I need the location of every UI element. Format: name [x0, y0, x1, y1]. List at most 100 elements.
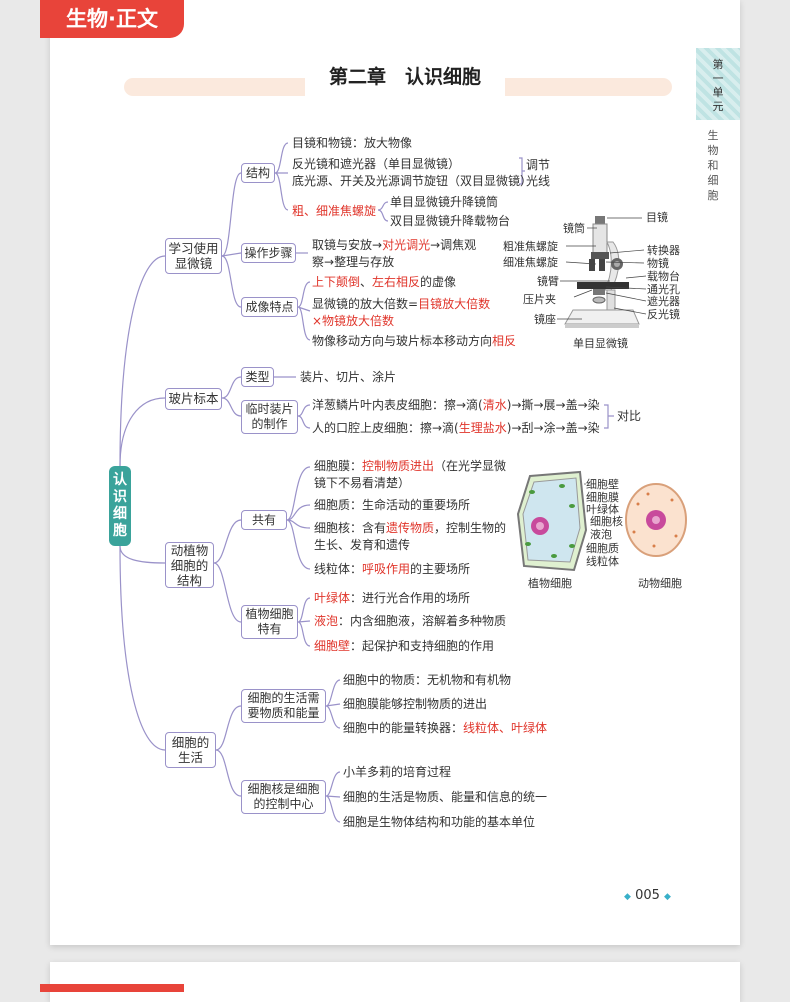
im3-red: 相反: [492, 334, 517, 348]
label-objective: 物镜: [647, 257, 669, 270]
ts-text: )→撕→展→盖→染: [506, 398, 600, 412]
node-structure[interactable]: 结构: [241, 163, 275, 183]
ts-text: )→刮→涂→盖→染: [506, 421, 600, 435]
imaging-direction: 物像移动方向与玻片标本移动方向相反: [312, 333, 516, 350]
section-tag: 生物·正文: [40, 0, 184, 38]
unity-statement: 细胞的生活是物质、能量和信息的统一: [343, 790, 548, 804]
label-fine-knob: 细准焦螺旋: [503, 256, 558, 269]
shared-nucleus: 细胞核：含有遗传物质，控制生物的生长、发育和遗传: [314, 520, 509, 554]
diamond-icon: ◆: [624, 892, 631, 902]
p-red: 液泡: [314, 614, 339, 628]
n-red: 线粒体、叶绿体: [463, 721, 548, 735]
animal-cell-caption: 动物细胞: [638, 577, 682, 590]
node-type[interactable]: 类型: [241, 367, 274, 387]
structure-focus-double: 双目显微镜升降载物台: [390, 214, 511, 228]
node-operation[interactable]: 操作步骤: [241, 243, 296, 263]
shared-cytoplasm: 细胞质：生命活动的重要场所: [314, 498, 471, 512]
needs-energy: 细胞中的能量转换器：线粒体、叶绿体: [343, 720, 547, 737]
plant-chloroplast: 叶绿体：进行光合作用的场所: [314, 590, 470, 607]
node-slide[interactable]: 玻片标本: [165, 388, 222, 410]
page-number: ◆ 005 ◆: [624, 888, 671, 903]
node-temp-slide[interactable]: 临时装片的制作: [241, 400, 298, 434]
plant-vacuole: 液泡：内含细胞液，溶解着多种物质: [314, 613, 506, 630]
im3-text: 物像移动方向与玻片标本移动方向: [312, 334, 493, 348]
plant-cell-caption: 植物细胞: [528, 577, 572, 590]
c-red: 控制物质进出: [362, 459, 435, 473]
node-shared[interactable]: 共有: [241, 510, 287, 530]
node-plant-only[interactable]: 植物细胞特有: [241, 605, 298, 639]
op-step-red: 对光调光: [382, 238, 431, 252]
label-clip: 压片夹: [523, 293, 556, 306]
subject-char: 和: [707, 159, 719, 172]
node-microscope[interactable]: 学习使用显微镜: [165, 238, 222, 274]
node-cell-life[interactable]: 细胞的生活: [165, 732, 216, 768]
subject-char: 胞: [707, 189, 719, 202]
ts-text: 洋葱鳞片叶内表皮细胞：擦→滴(: [312, 398, 483, 412]
node-cell-structure[interactable]: 动植物细胞的结构: [165, 542, 214, 588]
cell-label-wall: 细胞壁: [586, 478, 619, 491]
label-stage: 载物台: [647, 270, 680, 283]
unit-char: 一: [712, 72, 724, 85]
microscope-illustration: [564, 216, 640, 328]
unit-tab[interactable]: 第 一 单 元: [696, 48, 740, 120]
cell-label-membrane: 细胞膜: [586, 491, 619, 504]
root-node: 认识细胞: [109, 466, 131, 546]
cheek-slide-steps: 人的口腔上皮细胞：擦→滴(生理盐水)→刮→涂→盖→染: [312, 420, 600, 437]
chapter-title: 第二章 认识细胞: [305, 60, 505, 96]
op-step: 整理与存放: [334, 255, 395, 269]
structure-light: 底光源、开关及光源调节旋钮（双目显微镜）: [292, 174, 533, 188]
p-red: 细胞壁: [314, 639, 351, 653]
slide-types: 装片、切片、涂片: [300, 370, 397, 384]
c-text: 细胞核：含有: [314, 521, 387, 535]
compare-label: 对比: [617, 409, 642, 423]
ts-red: 清水: [482, 398, 507, 412]
label-aperture: 通光孔: [647, 283, 680, 296]
op-step: 取镜与安放: [312, 238, 373, 252]
structure-mirror: 反光镜和遮光器（单目显微镜）: [292, 157, 461, 171]
dolly-clone: 小羊多莉的培育过程: [343, 765, 452, 779]
im-red: 左右相反: [372, 275, 421, 289]
node-nucleus-center[interactable]: 细胞核是细胞的控制中心: [241, 780, 326, 814]
c-red: 呼吸作用: [362, 562, 411, 576]
structure-focus-single: 单目显微镜升降镜筒: [390, 195, 499, 209]
c-text: ，控制生物的生长、发育和遗传: [314, 521, 507, 552]
operation-steps: 取镜与安放→对光调光→调焦观察→整理与存放: [312, 238, 477, 269]
plant-cell-wall: 细胞壁：起保护和支持细胞的作用: [314, 638, 494, 655]
label-arm: 镜臂: [537, 275, 559, 288]
shared-mitochondria: 线粒体：呼吸作用的主要场所: [314, 561, 470, 578]
subject-char: 物: [707, 144, 719, 157]
cell-label-cytoplasm: 细胞质: [586, 542, 619, 555]
label-base: 镜座: [534, 313, 556, 326]
unit-char: 第: [712, 58, 724, 71]
unit-char: 元: [712, 100, 724, 113]
structure-adjust-light: 调节光线: [526, 158, 551, 188]
node-imaging[interactable]: 成像特点: [241, 297, 298, 317]
c-text: 细胞膜：: [314, 459, 363, 473]
needs-substances: 细胞中的物质：无机物和有机物: [343, 673, 512, 687]
p-red: 叶绿体: [314, 591, 351, 605]
microscope-caption: 单目显微镜: [573, 337, 628, 350]
needs-membrane: 细胞膜能够控制物质的进出: [343, 697, 488, 711]
label-eyepiece: 目镜: [646, 211, 668, 224]
basic-unit: 细胞是生物体结构和功能的基本单位: [343, 815, 536, 829]
p-text: ：起保护和支持细胞的作用: [350, 639, 495, 653]
cell-illustration: [516, 470, 687, 572]
structure-focus-knob: 粗、细准焦螺旋: [292, 204, 377, 218]
im2-red: 目镜放大倍数×物镜放大倍数: [312, 297, 491, 328]
ts-text: 人的口腔上皮细胞：擦→滴(: [312, 421, 459, 435]
node-needs[interactable]: 细胞的生活需要物质和能量: [241, 689, 326, 723]
imaging-inverted: 上下颠倒、左右相反的虚像: [312, 274, 456, 291]
imaging-magnification: 显微镜的放大倍数=目镜放大倍数×物镜放大倍数: [312, 296, 500, 330]
c-red: 遗传物质: [386, 521, 435, 535]
im-sep: 、: [360, 275, 373, 289]
im-red: 上下颠倒: [312, 275, 361, 289]
next-page-tag: [40, 984, 184, 992]
ts-red: 生理盐水: [458, 421, 507, 435]
subject-char: 生: [707, 129, 719, 142]
label-tube: 镜筒: [563, 222, 585, 235]
im2-text: 显微镜的放大倍数=: [312, 297, 419, 311]
c-text: 线粒体：: [314, 562, 363, 576]
c-text: （在光学显微镜下不易看清楚）: [314, 459, 507, 490]
shared-membrane: 细胞膜：控制物质进出（在光学显微镜下不易看清楚）: [314, 458, 509, 492]
page-number-value: 005: [635, 888, 660, 903]
